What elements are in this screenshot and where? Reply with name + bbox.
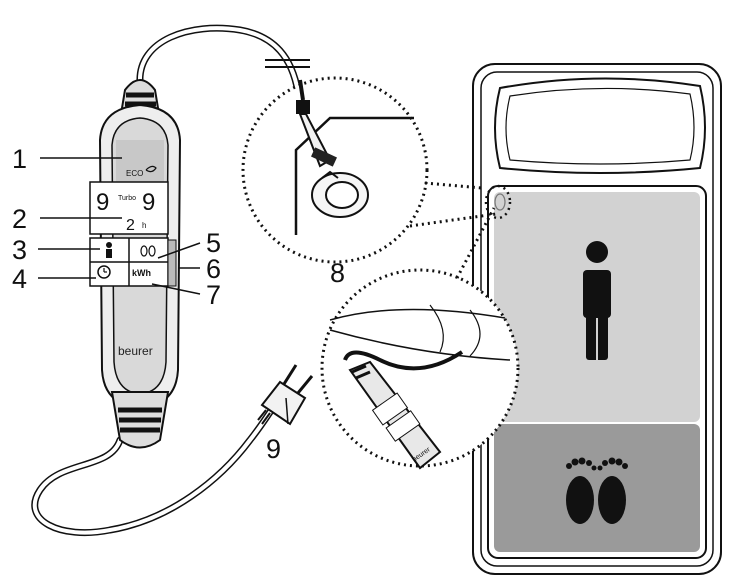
heat-level-left: 9 [96, 189, 109, 216]
timer-button[interactable] [97, 265, 111, 279]
person-icon [106, 242, 112, 248]
body-zone-button[interactable] [106, 242, 112, 258]
turbo-label: Turbo [118, 195, 136, 202]
callout-8: 8 [330, 258, 345, 288]
timer-value: 2 [126, 217, 135, 234]
callout-2: 2 [12, 204, 27, 234]
callout-7: 7 [206, 280, 221, 310]
cable-break-mark [265, 59, 310, 68]
side-switch [167, 239, 177, 287]
person-figure-icon [583, 241, 611, 360]
hand-controller [89, 79, 182, 449]
eco-area [116, 140, 164, 182]
heat-level-right: 9 [142, 189, 155, 216]
callout-6: 6 [206, 254, 221, 284]
callout-3: 3 [12, 235, 27, 265]
connector-socket-icon [494, 193, 506, 211]
eco-label: ECO [126, 169, 143, 178]
pillow [494, 77, 706, 174]
timer-unit: h [142, 221, 146, 230]
callout-4: 4 [12, 264, 27, 294]
kwh-button[interactable]: kWh [132, 268, 151, 278]
bed-placement-inset [320, 184, 520, 470]
clock-icon [97, 265, 111, 279]
display [89, 181, 169, 235]
callout-1: 1 [12, 144, 27, 174]
brand-logo: beurer [118, 344, 153, 358]
callout-5: 5 [206, 228, 221, 258]
eco-leaf-icon [145, 165, 157, 173]
footprints-icon [566, 457, 628, 524]
feet-zone [494, 424, 700, 552]
callout-9: 9 [266, 434, 281, 464]
mains-plug [257, 364, 314, 426]
feet-icon [140, 245, 148, 257]
feet-zone-button[interactable] [140, 245, 156, 257]
connector-detail-inset [241, 76, 497, 264]
